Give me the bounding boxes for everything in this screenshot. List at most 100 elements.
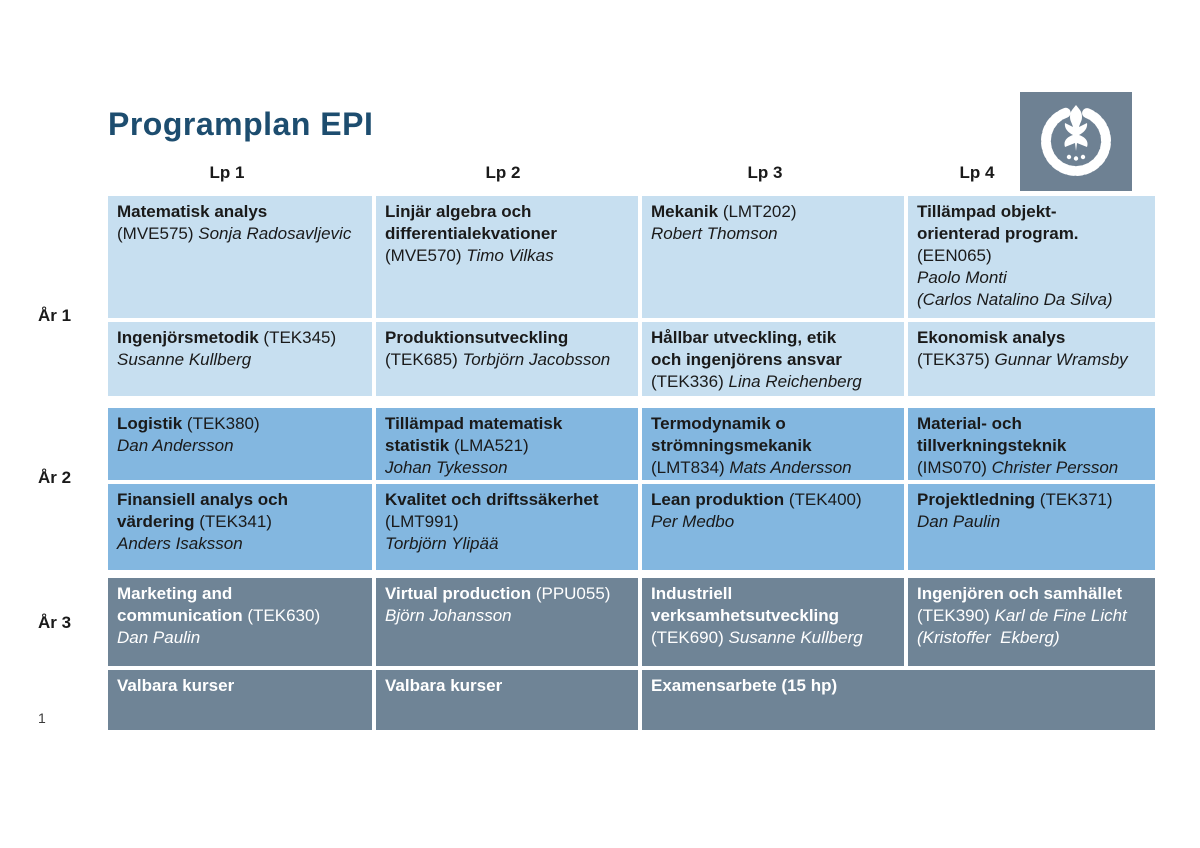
course-text-line: Finansiell analys och	[117, 489, 363, 511]
course-text-line: (EEN065)	[917, 245, 1146, 267]
course-text-line: Ekonomisk analys	[917, 327, 1146, 349]
course-name: Produktionsutveckling	[385, 328, 569, 347]
course-text-line: strömningsmekanik	[651, 435, 895, 457]
instructor-name: Susanne Kullberg	[728, 628, 863, 647]
instructor-name: Johan Tykesson	[385, 458, 508, 477]
instructor-name: Gunnar Wramsby	[994, 350, 1128, 369]
instructor-name: Sonja Radosavljevic	[198, 224, 352, 243]
instructor-name: Dan Andersson	[117, 436, 234, 455]
course-code: (TEK345)	[263, 328, 337, 347]
course-text-line: Anders Isaksson	[117, 533, 363, 555]
course-code: (TEK341)	[199, 512, 272, 531]
grid-row: Ingenjörsmetodik (TEK345)Susanne Kullber…	[108, 322, 1155, 396]
course-text-line: (TEK390) Karl de Fine Licht	[917, 605, 1146, 627]
course-text-line: verksamhetsutveckling	[651, 605, 895, 627]
course-text-line: Ingenjörsmetodik (TEK345)	[117, 327, 363, 349]
course-text-line: (TEK690) Susanne Kullberg	[651, 627, 895, 649]
course-cell: Kvalitet och driftssäkerhet(LMT991)Torbj…	[376, 484, 638, 570]
course-name: Examensarbete (15 hp)	[651, 676, 838, 695]
grid-row: Matematisk analys(MVE575) Sonja Radosavl…	[108, 196, 1155, 318]
period-header-lp3: Lp 3	[747, 163, 783, 182]
instructor-name: Per Medbo	[651, 512, 735, 531]
course-text-line: (LMT834) Mats Andersson	[651, 457, 895, 479]
course-name: Ingenjörsmetodik	[117, 328, 264, 347]
course-cell: Logistik (TEK380)Dan Andersson	[108, 408, 372, 480]
course-code: (TEK400)	[788, 490, 862, 509]
instructor-name: Björn Johansson	[385, 606, 512, 625]
course-name: Industriell	[651, 584, 733, 603]
course-text-line: statistik (LMA521)	[385, 435, 629, 457]
course-text-line: Dan Andersson	[117, 435, 363, 457]
course-cell: Ingenjören och samhället(TEK390) Karl de…	[908, 578, 1155, 666]
course-text-line: Tillämpad objekt-	[917, 201, 1146, 223]
instructor-name: Lina Reichenberg	[728, 372, 862, 391]
course-text-line: Johan Tykesson	[385, 457, 629, 479]
course-code: (EEN065)	[917, 246, 992, 265]
page-title: Programplan EPI	[108, 106, 374, 142]
course-text-line: Mekanik (LMT202)	[651, 201, 895, 223]
course-text-line: Robert Thomson	[651, 223, 895, 245]
course-text-line: Björn Johansson	[385, 605, 629, 627]
course-text-line: (IMS070) Christer Persson	[917, 457, 1146, 479]
instructor-name: Torbjörn Ylipää	[385, 534, 499, 553]
course-name: Termodynamik o	[651, 414, 786, 433]
course-text-line: Dan Paulin	[117, 627, 363, 649]
course-code: (LMT834)	[651, 458, 730, 477]
instructor-name: (Kristoffer Ekberg)	[917, 628, 1060, 647]
course-text-line: differentialekvationer	[385, 223, 629, 245]
course-name: Linjär algebra och	[385, 202, 532, 221]
course-code: (TEK380)	[186, 414, 260, 433]
program-grid: Matematisk analys(MVE575) Sonja Radosavl…	[108, 196, 1155, 730]
course-text-line: Valbara kurser	[385, 675, 629, 697]
course-text-line: Termodynamik o	[651, 413, 895, 435]
course-code: (PPU055)	[535, 584, 611, 603]
year-label-1: År 1	[38, 306, 72, 325]
course-cell: Ekonomisk analys(TEK375) Gunnar Wramsby	[908, 322, 1155, 396]
course-code: (TEK375)	[917, 350, 995, 369]
course-text-line: Dan Paulin	[917, 511, 1146, 533]
course-name: orienterad program.	[917, 224, 1079, 243]
course-name: och ingenjörens ansvar	[651, 350, 842, 369]
course-name: Virtual production	[385, 584, 536, 603]
course-name: Marketing and	[117, 584, 233, 603]
course-text-line: Per Medbo	[651, 511, 895, 533]
course-cell: Valbara kurser	[108, 670, 372, 730]
course-text-line: Projektledning (TEK371)	[917, 489, 1146, 511]
instructor-name: Mats Andersson	[729, 458, 852, 477]
course-text-line: Hållbar utveckling, etik	[651, 327, 895, 349]
instructor-name: Susanne Kullberg	[117, 350, 252, 369]
course-code: (TEK390)	[917, 606, 995, 625]
course-cell: Tillämpad matematisk statistik (LMA521)Jo…	[376, 408, 638, 480]
course-text-line: (Kristoffer Ekberg)	[917, 627, 1146, 649]
course-text-line: communication (TEK630)	[117, 605, 363, 627]
course-name: Valbara kurser	[385, 676, 503, 695]
course-name: Kvalitet och driftssäkerhet	[385, 490, 599, 509]
course-text-line: Valbara kurser	[117, 675, 363, 697]
course-text-line: Virtual production (PPU055)	[385, 583, 629, 605]
instructor-name: Anders Isaksson	[117, 534, 243, 553]
course-name: tillverkningsteknik	[917, 436, 1067, 455]
course-code: (TEK690)	[651, 628, 729, 647]
course-cell: Ingenjörsmetodik (TEK345)Susanne Kullber…	[108, 322, 372, 396]
course-cell: Examensarbete (15 hp)	[642, 670, 1155, 730]
course-text-line: Paolo Monti	[917, 267, 1146, 289]
course-text-line: Marketing and	[117, 583, 363, 605]
course-text-line: (MVE570) Timo Vilkas	[385, 245, 629, 267]
course-text-line: (MVE575) Sonja Radosavljevic	[117, 223, 363, 245]
course-name: Projektledning	[917, 490, 1040, 509]
course-text-line: (TEK336) Lina Reichenberg	[651, 371, 895, 393]
course-name: differentialekvationer	[385, 224, 557, 243]
instructor-name: Robert Thomson	[651, 224, 778, 243]
course-cell: Mekanik (LMT202)Robert Thomson	[642, 196, 904, 318]
period-header-lp1: Lp 1	[209, 163, 245, 182]
instructor-name: Dan Paulin	[117, 628, 201, 647]
course-name: Tillämpad matematisk	[385, 414, 563, 433]
course-cell: Valbara kurser	[376, 670, 638, 730]
course-text-line: Industriell	[651, 583, 895, 605]
course-code: (IMS070)	[917, 458, 992, 477]
grid-row: Marketing and communication (TEK630)Dan P…	[108, 578, 1155, 666]
